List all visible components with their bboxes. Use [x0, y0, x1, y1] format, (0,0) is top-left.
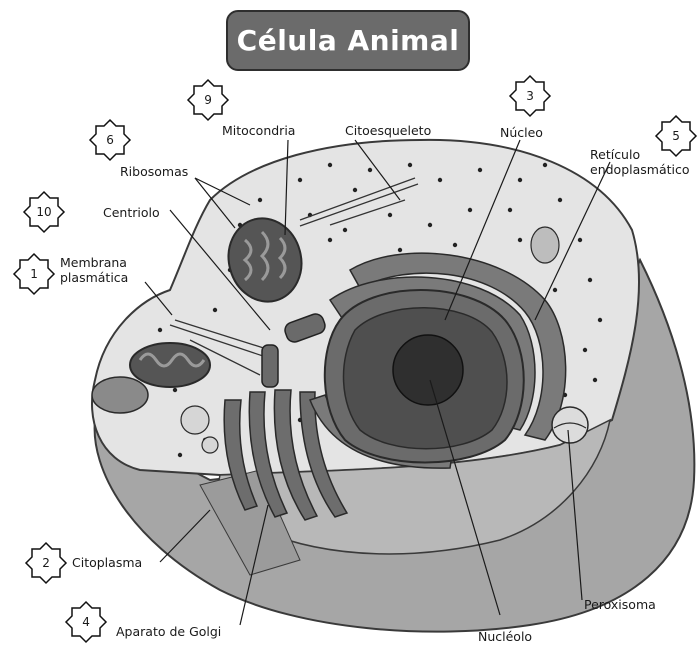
number-badge: 6 [90, 120, 130, 160]
label-reticulo-line1: Retículo [590, 148, 640, 162]
badge-number: 3 [526, 89, 534, 103]
badge-number: 10 [36, 205, 51, 219]
membrane-bump [531, 227, 559, 263]
number-badge: 5 [656, 116, 696, 156]
badge-number: 4 [82, 615, 90, 629]
label-peroxisoma: Peroxisoma [584, 598, 656, 612]
label-aparato-golgi: Aparato de Golgi [116, 625, 221, 639]
badge-number: 5 [672, 129, 680, 143]
number-badge: 1 [14, 254, 54, 294]
number-badge: 2 [26, 543, 66, 583]
label-centriolo: Centriolo [103, 206, 160, 220]
label-mitocondria: Mitocondria [222, 124, 295, 138]
label-citoesqueleto: Citoesqueleto [345, 124, 431, 138]
number-badge: 4 [66, 602, 106, 642]
label-ribosomas: Ribosomas [120, 165, 188, 179]
vesicle [202, 437, 218, 453]
peroxisome [552, 407, 588, 443]
nucleolus [393, 335, 463, 405]
label-citoplasma: Citoplasma [72, 556, 142, 570]
vesicle [181, 406, 209, 434]
label-reticulo-line2: endoplasmático [590, 163, 690, 177]
badge-number: 6 [106, 133, 114, 147]
number-badge: 10 [24, 192, 64, 232]
number-badge: 3 [510, 76, 550, 116]
label-nucleolo: Nucléolo [478, 630, 532, 644]
badge-number: 2 [42, 556, 50, 570]
label-membrana-line2: plasmática [60, 271, 128, 285]
badge-number: 1 [30, 267, 38, 281]
vesicle [92, 377, 148, 413]
nucleus [325, 290, 524, 463]
label-membrana-line1: Membrana [60, 256, 127, 270]
diagram-title: Célula Animal [226, 10, 470, 71]
badge-number: 9 [204, 93, 212, 107]
label-nucleo: Núcleo [500, 126, 543, 140]
number-badge: 9 [188, 80, 228, 120]
mitochondrion-left [130, 343, 210, 387]
